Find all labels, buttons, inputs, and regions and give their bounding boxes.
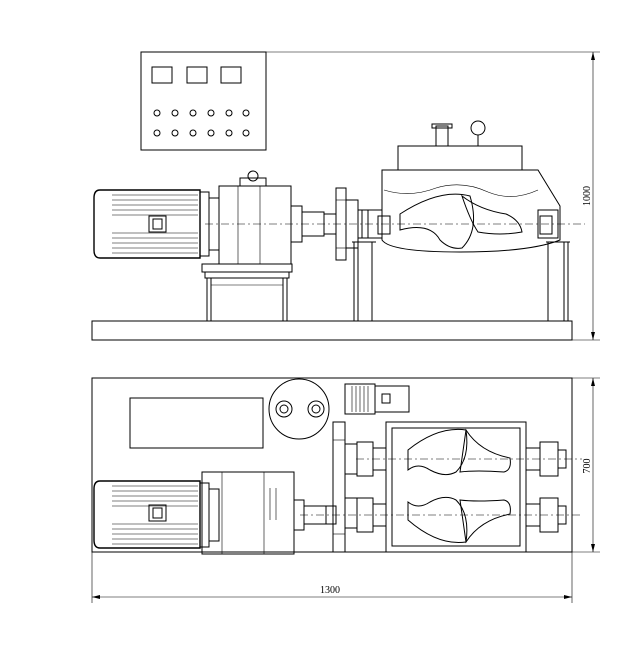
front-gearbox xyxy=(218,170,325,265)
front-motor xyxy=(93,189,220,259)
top-panel xyxy=(129,397,264,449)
top-motor xyxy=(93,480,220,549)
dimension-depth: 700 xyxy=(572,377,600,553)
top-round-tank xyxy=(268,378,330,440)
top-frame xyxy=(91,377,573,553)
control-panel xyxy=(140,51,267,151)
dimension-length: 1300 xyxy=(91,552,573,603)
dimension-height: 1000 xyxy=(266,51,600,341)
front-base-plate xyxy=(91,320,573,341)
top-small-motor xyxy=(344,383,410,415)
front-drive-stand xyxy=(201,263,293,321)
top-gearbox xyxy=(201,471,327,555)
front-view: 1000 xyxy=(91,51,600,341)
top-coupling xyxy=(325,421,358,553)
front-trough-stands xyxy=(352,241,570,321)
dimension-depth-label: 700 xyxy=(582,459,593,474)
top-mixer-trough xyxy=(300,421,582,553)
dimension-height-label: 1000 xyxy=(582,186,593,206)
top-view: 700 1300 xyxy=(91,377,600,603)
dimension-length-label: 1300 xyxy=(320,585,340,596)
